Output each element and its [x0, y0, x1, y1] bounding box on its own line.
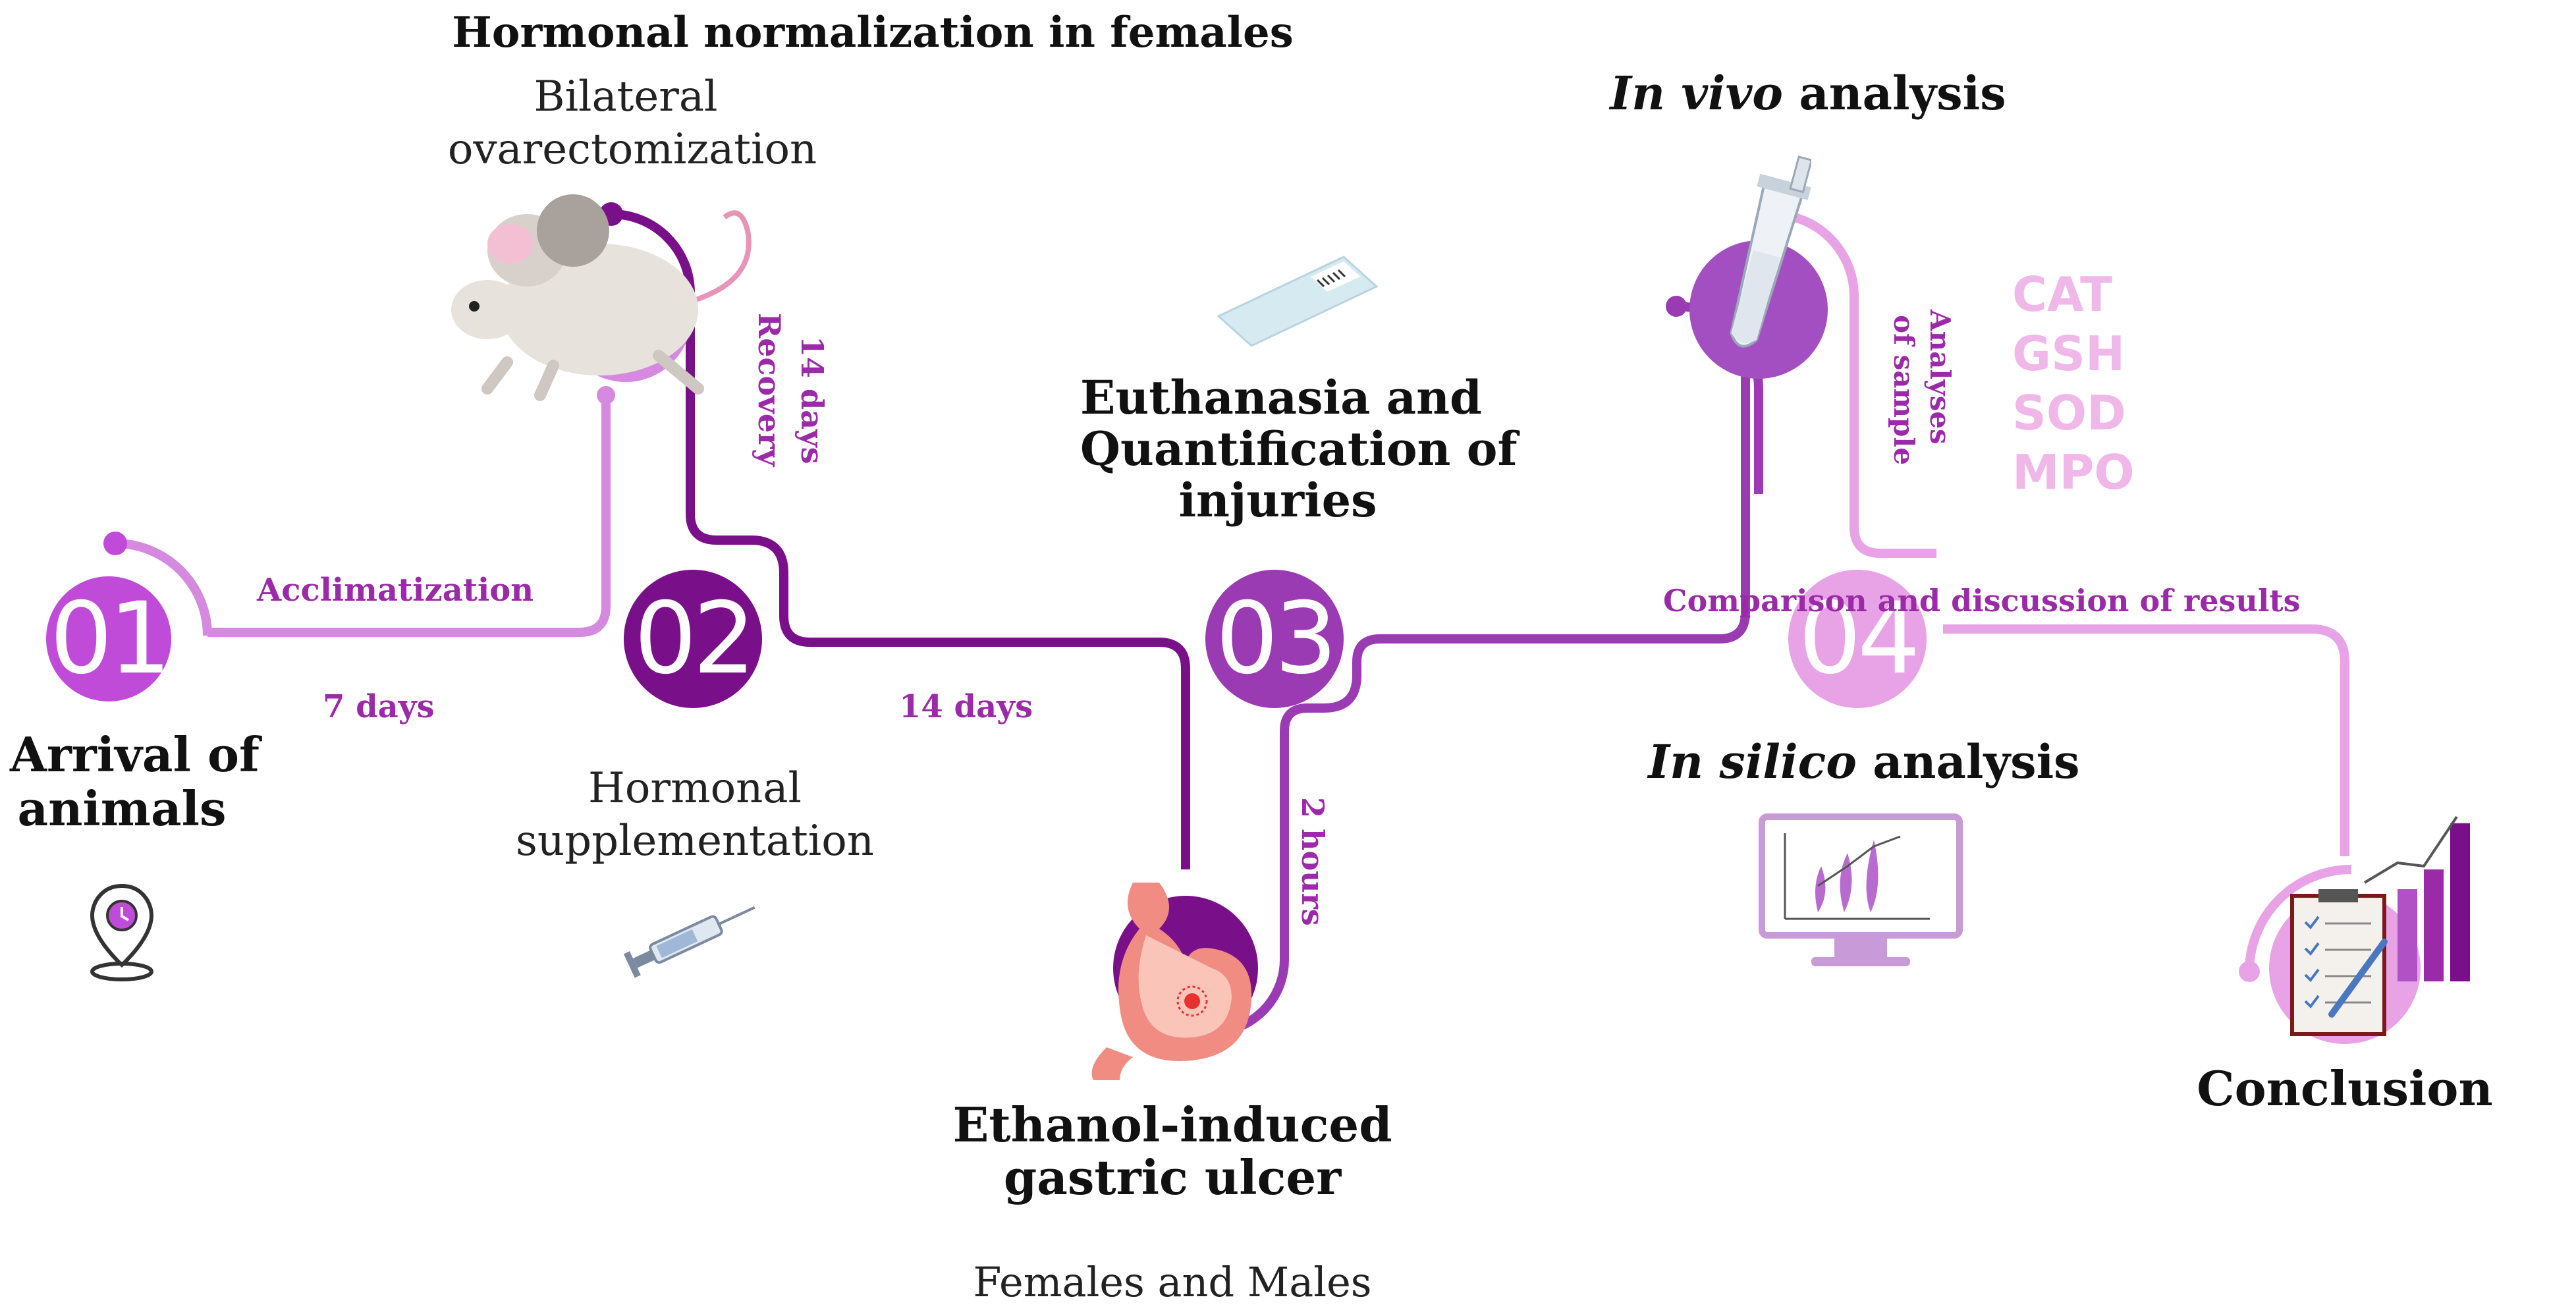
path-node-4a	[1666, 296, 1687, 317]
heading-hormonal-normalization: Hormonal normalization in females	[452, 8, 1294, 57]
stomach-icon	[1091, 883, 1251, 1080]
monitor-chart-icon	[1759, 813, 1963, 966]
step-circle-01	[46, 576, 171, 701]
heading-in-vivo: In vivo analysis	[1610, 66, 2006, 121]
analyte-mpo: MPO	[2012, 445, 2135, 500]
text-ulcer-line1: Ethanol-induced	[952, 1097, 1392, 1153]
label-acclimatization: Acclimatization	[257, 572, 534, 609]
path-node-1	[103, 532, 127, 555]
path-segment-3	[1224, 375, 1750, 1035]
text-ulcer-line2: gastric ulcer	[1003, 1149, 1342, 1205]
label-14-days: 14 days	[899, 688, 1033, 725]
syringe-icon	[623, 906, 755, 978]
text-females-males: Females and Males	[973, 1258, 1372, 1306]
label-recovery-days: 14 days	[794, 336, 830, 464]
label-comparison: Comparison and discussion of results	[1663, 583, 2301, 618]
heading-arrival: Arrival of animals	[10, 727, 260, 836]
in-silico-italic: In silico	[1648, 734, 1857, 789]
label-2-hours: 2 hours	[1295, 797, 1330, 926]
analyte-sod: SOD	[2012, 385, 2126, 441]
microscope-slide-icon	[1217, 256, 1379, 347]
label-analyses: Analyses	[1924, 310, 1956, 445]
analyte-cat: CAT	[2012, 267, 2113, 322]
step-number-01: 01	[49, 582, 172, 696]
label-7-days: 7 days	[323, 688, 435, 725]
heading-euthanasia: Euthanasia and Quantification of injurie…	[1080, 370, 1518, 528]
text-hormonal: Hormonal	[588, 764, 802, 813]
path-node-6	[2239, 961, 2260, 982]
in-vivo-rest: analysis	[1782, 66, 2006, 121]
text-ovarectomization: ovarectomization	[447, 125, 817, 174]
step-circle-04	[1788, 570, 1927, 708]
step-number-02: 02	[634, 582, 756, 696]
step-number-04: 04	[1798, 582, 1921, 696]
path-segment-6	[2245, 865, 2352, 972]
step-circle-02	[624, 570, 762, 708]
in-silico-rest: analysis	[1856, 734, 2080, 789]
path-node-1b	[597, 386, 615, 404]
text-bilateral: Bilateral	[534, 72, 718, 121]
analyte-gsh: GSH	[2012, 326, 2125, 381]
test-tube-icon	[1730, 155, 1811, 348]
step-number-03: 03	[1215, 582, 1338, 696]
path-segment-2	[611, 209, 1190, 869]
path-segment-5	[1943, 624, 2349, 856]
clipboard-chart-icon	[2290, 815, 2470, 1036]
step-circle-03	[1205, 570, 1344, 708]
location-pin-icon	[90, 883, 154, 981]
path-segment-4b	[1771, 209, 1936, 558]
label-of-sample: of sample	[1888, 315, 1920, 466]
text-supplementation: supplementation	[516, 817, 874, 865]
mouse-icon	[451, 194, 752, 401]
in-vivo-italic: In vivo	[1610, 66, 1783, 121]
heading-conclusion: Conclusion	[2197, 1060, 2493, 1116]
path-segment-1	[115, 402, 611, 637]
heading-in-silico: In silico analysis	[1648, 734, 2079, 789]
